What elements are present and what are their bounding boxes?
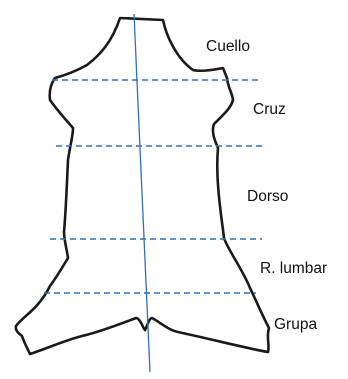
hide-outline: [16, 18, 269, 354]
label-cuello: Cuello: [206, 38, 250, 55]
region-dividers: [44, 80, 266, 293]
label-grupa: Grupa: [274, 316, 317, 333]
label-cruz: Cruz: [253, 101, 286, 118]
label-r-lumbar: R. lumbar: [260, 260, 327, 277]
label-dorso: Dorso: [247, 188, 288, 205]
